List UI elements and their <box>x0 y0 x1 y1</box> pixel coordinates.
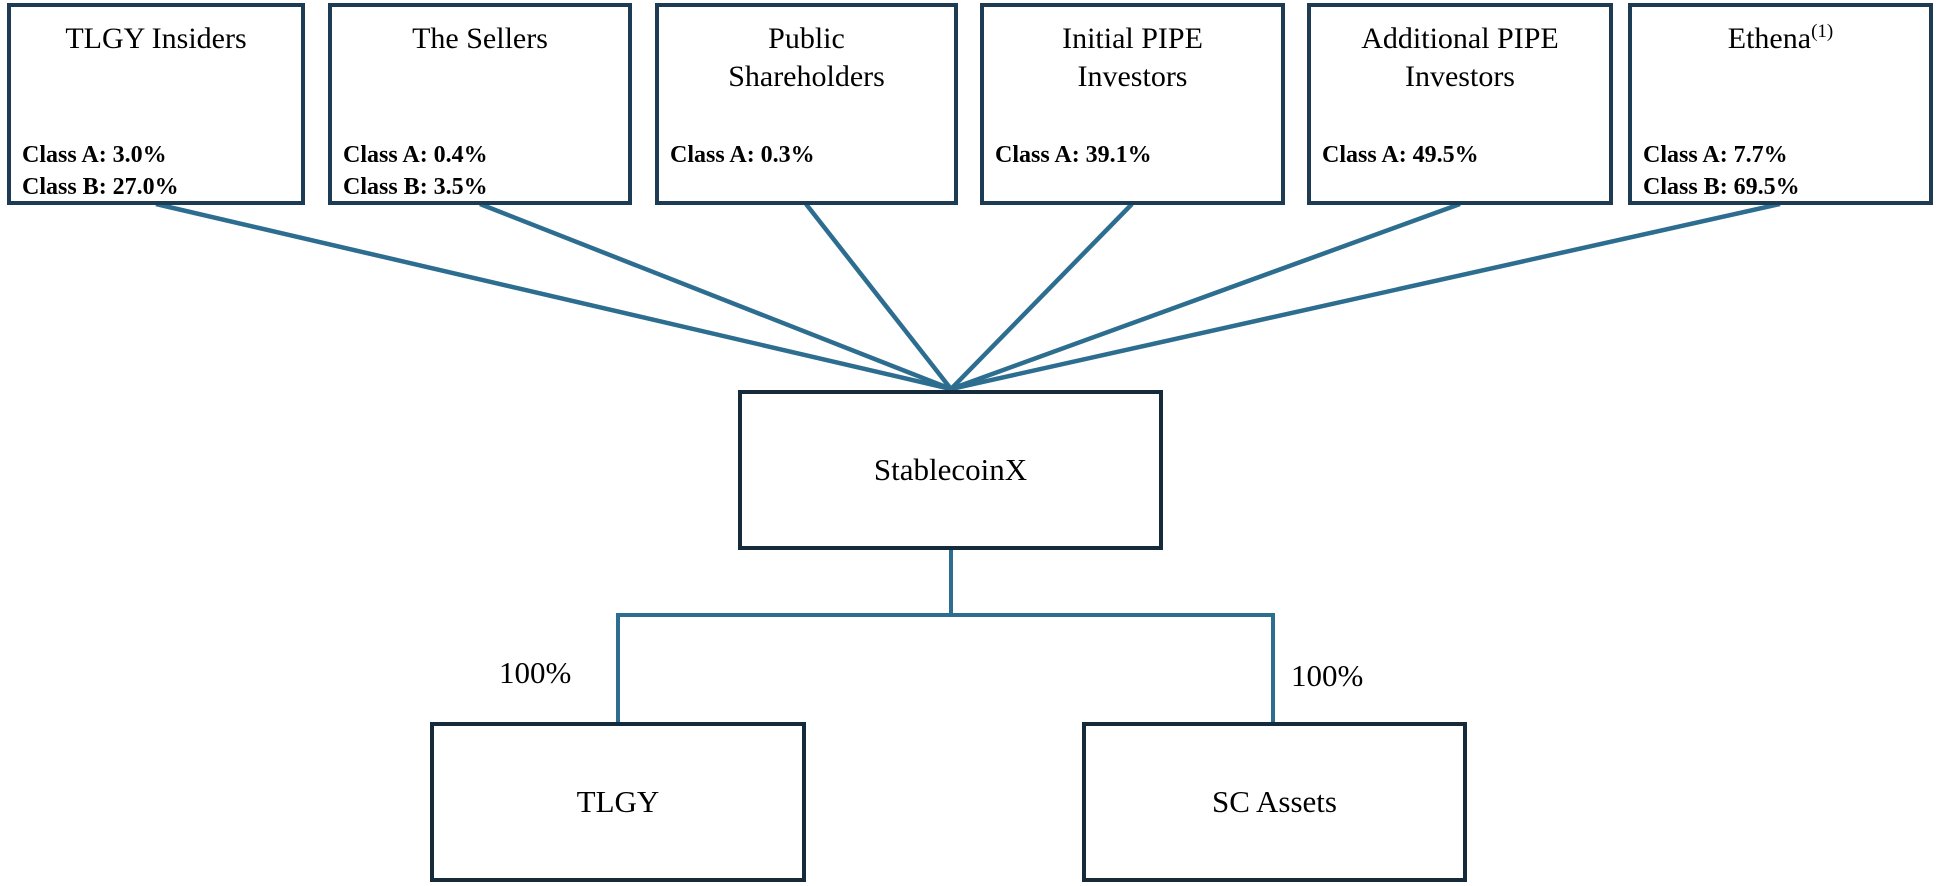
node-title: SC Assets <box>1212 784 1337 819</box>
node-title: TLGY <box>576 784 660 819</box>
class-b-ownership: Class B: 3.5% <box>343 173 488 200</box>
node-title: Ethena(1) <box>1665 20 1897 58</box>
connector-ethena-to-stablecoinx <box>950 201 1781 392</box>
node-title: TLGY Insiders <box>65 22 247 55</box>
node-stablecoinx: StablecoinX <box>738 390 1163 550</box>
class-a-ownership: Class A: 7.7% <box>1643 142 1788 168</box>
node-title: Additional PIPE Investors <box>1361 22 1559 93</box>
node-additional-pipe-investors: Additional PIPE Investors Class A: 49.5% <box>1307 3 1613 205</box>
class-b-ownership: Class B: 27.0% <box>22 173 179 200</box>
node-title: The Sellers <box>412 22 548 55</box>
ownership-percentages: Class A: 39.1% <box>995 140 1152 172</box>
ownership-label-tlgy: 100% <box>499 655 572 690</box>
node-title-text: Ethena <box>1727 22 1812 55</box>
node-title: Public Shareholders <box>728 22 885 93</box>
class-a-ownership: Class A: 0.3% <box>670 142 815 168</box>
ownership-percentages: Class A: 3.0% Class B: 27.0% <box>22 140 179 204</box>
ownership-percentages: Class A: 7.7% Class B: 69.5% <box>1643 140 1800 204</box>
connector-public-shareholders-to-stablecoinx <box>804 202 953 391</box>
class-a-ownership: Class A: 0.4% <box>343 142 488 168</box>
connector-additional-pipe-to-stablecoinx <box>950 201 1461 392</box>
node-tlgy: TLGY <box>430 722 806 882</box>
ownership-percentages: Class A: 0.4% Class B: 3.5% <box>343 140 488 204</box>
ownership-label-sc-assets: 100% <box>1291 658 1364 693</box>
class-a-ownership: Class A: 39.1% <box>995 142 1152 168</box>
connector-stablecoinx-to-subsidiaries <box>616 549 1275 723</box>
footnote-marker: (1) <box>1811 21 1834 42</box>
node-ethena: Ethena(1) Class A: 7.7% Class B: 69.5% <box>1628 3 1933 205</box>
node-sc-assets: SC Assets <box>1082 722 1467 882</box>
connector-the-sellers-to-stablecoinx <box>479 201 952 392</box>
node-title: Initial PIPE Investors <box>1062 22 1203 93</box>
connector-tlgy-insiders-to-stablecoinx <box>155 201 952 392</box>
node-public-shareholders: Public Shareholders Class A: 0.3% <box>655 3 958 205</box>
node-tlgy-insiders: TLGY Insiders Class A: 3.0% Class B: 27.… <box>7 3 305 205</box>
class-a-ownership: Class A: 49.5% <box>1322 142 1479 168</box>
node-title: StablecoinX <box>873 452 1028 487</box>
ownership-percentages: Class A: 49.5% <box>1322 140 1479 172</box>
connector-initial-pipe-to-stablecoinx <box>949 202 1134 391</box>
class-a-ownership: Class A: 3.0% <box>22 142 167 168</box>
node-the-sellers: The Sellers Class A: 0.4% Class B: 3.5% <box>328 3 632 205</box>
class-b-ownership: Class B: 69.5% <box>1643 173 1800 200</box>
ownership-percentages: Class A: 0.3% <box>670 140 815 172</box>
node-initial-pipe-investors: Initial PIPE Investors Class A: 39.1% <box>980 3 1285 205</box>
